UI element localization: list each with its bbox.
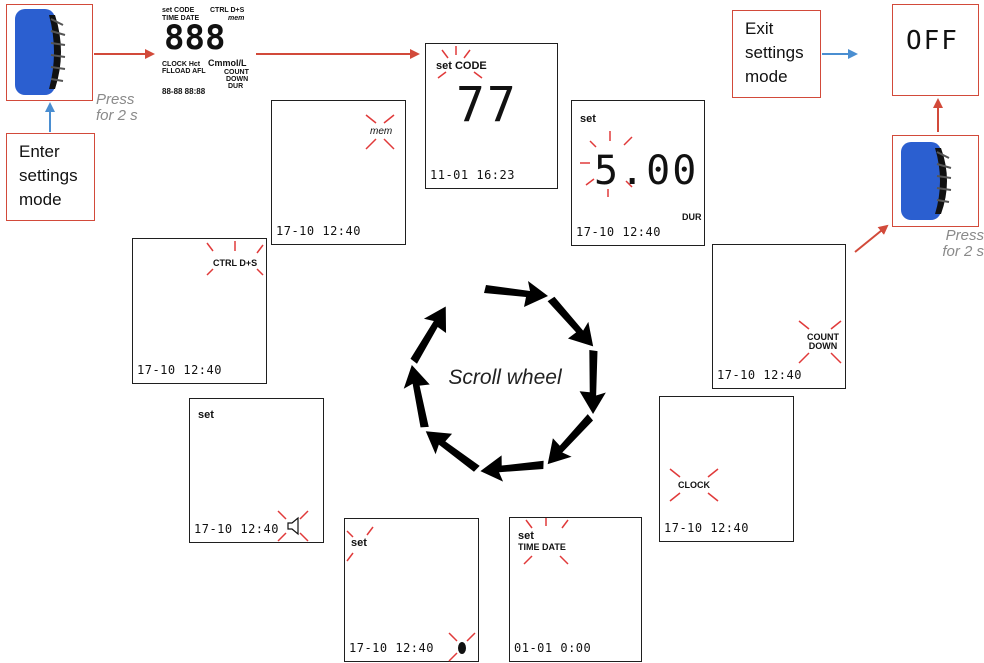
memory-tag: mem [370,127,392,136]
screen-duration: set 5.00 DUR 17-10 12:40 [571,100,705,246]
memory-stamp: 17-10 12:40 [276,224,361,238]
bluetooth-stamp: 17-10 12:40 [349,641,434,655]
enter-settings-callout: Enter settings mode [6,133,95,221]
arrow-to-device-right [855,226,887,252]
meter-device-right [892,135,979,227]
bluetooth-icon [458,642,466,654]
screen-control: CTRL D+S 17-10 12:40 [132,238,267,384]
scroll-wheel-label: Scroll wheel [430,366,580,390]
screen-clock: CLOCK 17-10 12:40 [659,396,794,542]
sound-stamp: 17-10 12:40 [194,522,279,536]
screen-bluetooth: set 17-10 12:40 [344,518,479,662]
sound-tag: set [198,411,214,420]
code-value: 77 [456,78,518,132]
blink-marks-timedate [510,518,641,588]
meter-device-left [6,4,93,101]
seg-load-afl: FLLOAD AFL [162,68,206,75]
press-hint-right: Press for 2 s [926,228,984,260]
all-segments-display: set CODE TIME DATE CTRL D+S mem 888 CLOC… [158,4,253,101]
duration-dur-tag: DUR [682,213,702,222]
countdown-stamp: 17-10 12:40 [717,368,802,382]
timedate-set-tag: set [518,532,534,541]
control-stamp: 17-10 12:40 [137,363,222,377]
off-display: OFF [892,4,979,96]
screen-sound: set 17-10 12:40 [189,398,324,543]
meter-side-icon [7,5,92,100]
press-hint-left: Press for 2 s [96,92,156,124]
seg-count: COUNT [224,69,249,76]
screen-timedate: set TIME DATE 01-01 0:00 [509,517,642,662]
timedate-stamp: 01-01 0:00 [514,641,591,655]
control-tag: CTRL D+S [213,259,257,268]
blink-marks-control [133,239,266,299]
seg-mem: mem [228,15,244,22]
exit-settings-callout: Exit settings mode [732,10,821,98]
seg-datetime: 88-88 88:88 [162,88,205,95]
off-text: OFF [906,26,959,56]
screen-countdown: COUNT DOWN 17-10 12:40 [712,244,846,389]
clock-tag: CLOCK [678,481,710,490]
code-tag: set CODE [436,62,487,71]
countdown-tag: COUNT DOWN [807,333,839,351]
seg-unit: Cmmol/L [208,60,247,67]
clock-stamp: 17-10 12:40 [664,521,749,535]
screen-memory: mem 17-10 12:40 [271,100,406,245]
duration-set-tag: set [580,115,596,124]
seg-down: DOWN [226,76,248,83]
bluetooth-tag: set [351,539,367,548]
duration-value: 5.00 [594,149,698,193]
screen-code: set CODE 77 11-01 16:23 [425,43,558,189]
timedate-tag: TIME DATE [518,543,566,552]
seg-clock-hct: CLOCK Hct [162,61,200,68]
duration-stamp: 17-10 12:40 [576,225,661,239]
meter-side-icon-right [893,136,978,226]
seg-set-code: set CODE [162,7,194,14]
speaker-icon [288,518,298,534]
seg-dur: DUR [228,83,243,90]
seg-ctrl-ds: CTRL D+S [210,7,244,14]
seg-digits: 888 [164,18,225,58]
code-stamp: 11-01 16:23 [430,168,515,182]
